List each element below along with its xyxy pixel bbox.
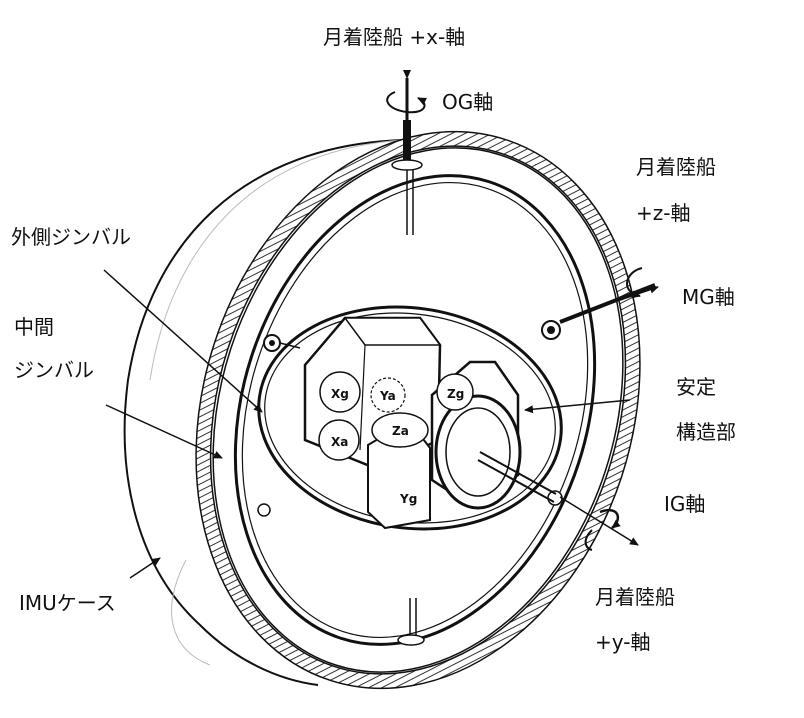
mg-axis xyxy=(541,267,659,340)
yg-label: Yg xyxy=(399,492,417,506)
lm-z-axis-label-line2: +z-軸 xyxy=(636,201,691,225)
imu-case-label: IMUケース xyxy=(19,591,116,615)
ig-axis xyxy=(559,496,639,551)
imu-case-shell xyxy=(123,139,405,686)
lm-y-axis-label-line2: +y-軸 xyxy=(595,630,651,654)
ig-axis-label: IG軸 xyxy=(664,492,706,516)
xg-label: Xg xyxy=(331,387,349,401)
lm-x-axis-label: 月着陸船 +x-軸 xyxy=(323,25,466,49)
lm-y-axis-label-line1: 月着陸船 xyxy=(595,585,675,609)
stable-member-label-line1: 安定 xyxy=(676,375,716,399)
leader-lines xyxy=(103,269,631,579)
xa-label: Xa xyxy=(331,435,348,449)
ya-label: Ya xyxy=(379,389,396,403)
outer-gimbal-ring xyxy=(233,174,597,646)
outer-gimbal-label: 外側ジンバル xyxy=(11,225,131,249)
stable-member: Xg Xa Ya Za Zg Yg xyxy=(303,316,557,530)
za-label: Za xyxy=(392,424,409,438)
middle-gimbal-label-line2: ジンバル xyxy=(14,358,94,382)
left-pivots xyxy=(257,334,563,517)
bottom-axis-post xyxy=(397,598,425,646)
middle-gimbal-label-line1: 中間 xyxy=(14,315,54,339)
mg-axis-label: MG軸 xyxy=(682,285,735,309)
lm-z-axis-label-line1: 月着陸船 xyxy=(636,155,716,179)
imu-case-rim xyxy=(195,130,641,690)
stable-member-label-line2: 構造部 xyxy=(676,420,736,444)
zg-label: Zg xyxy=(447,387,464,401)
og-axis-label: OG軸 xyxy=(442,90,494,114)
og-axis-post xyxy=(386,70,427,235)
